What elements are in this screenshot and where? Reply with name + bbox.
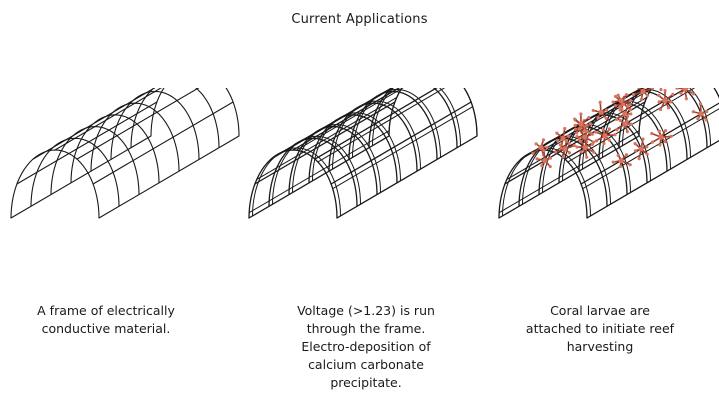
frame-rib — [30, 137, 120, 207]
diagram-title: Current Applications — [291, 12, 428, 27]
coral-icon — [535, 149, 552, 169]
frame-bar — [586, 140, 719, 219]
frame-bar — [295, 88, 404, 151]
frame-bar — [498, 130, 640, 214]
caption-line: through the frame. — [306, 321, 426, 336]
frame-bar — [582, 108, 719, 190]
frame-rib — [70, 114, 160, 183]
frame-bar — [506, 96, 648, 180]
frame-bar — [336, 135, 478, 219]
coral-icon — [611, 153, 632, 169]
mineralized-frame-icon — [248, 88, 478, 219]
caption-line: attached to initiate reef — [525, 321, 675, 336]
frame-bar — [10, 135, 152, 219]
frame-bar — [567, 88, 696, 163]
caption-line: Voltage (>1.23) is run — [297, 303, 435, 318]
coral-icon — [594, 127, 617, 146]
stage-frame-panel — [0, 88, 240, 258]
frame-rib — [50, 126, 140, 195]
caption-voltage: Voltage (>1.23) is run through the frame… — [256, 302, 476, 392]
frame-bar — [54, 88, 162, 151]
coral-icon — [615, 114, 633, 134]
frame-rib — [602, 88, 691, 158]
frame-rib — [110, 90, 200, 160]
frame-bar — [332, 106, 474, 190]
frame-rib — [372, 88, 461, 146]
caption-frame: A frame of electrically conductive mater… — [0, 302, 216, 338]
caption-line: conductive material. — [41, 321, 171, 336]
frame-bar — [256, 96, 398, 180]
frame-bar — [273, 88, 393, 158]
frame-bar — [92, 101, 234, 185]
frame-bar — [16, 101, 158, 185]
frame-bar — [523, 88, 643, 158]
caption-line: A frame of electrically — [37, 303, 175, 318]
coral-icon — [633, 137, 649, 161]
frame-bar — [498, 135, 640, 219]
frame-bar — [32, 88, 156, 160]
stage-coral-panel — [488, 88, 719, 258]
coral-icon — [691, 102, 709, 122]
frame-rib — [332, 100, 421, 170]
coral-frame-icon — [498, 88, 719, 219]
coral-icon — [650, 128, 673, 147]
caption-line: calcium carbonate — [308, 357, 424, 372]
caption-line: harvesting — [566, 339, 634, 354]
frame-bar — [248, 135, 390, 219]
frame-rib — [348, 90, 438, 160]
wire-frame-icon — [10, 88, 240, 219]
caption-line: Coral larvae are — [550, 303, 650, 318]
caption-line: precipitate. — [330, 375, 402, 390]
coral-icon — [553, 139, 576, 159]
coral-icon — [531, 138, 549, 157]
caption-coral: Coral larvae are attached to initiate re… — [490, 302, 710, 356]
coral-icon — [573, 112, 591, 135]
coral-icon — [611, 93, 632, 109]
frame-rib — [272, 135, 361, 205]
coral-icon — [575, 127, 596, 149]
coral-icon — [631, 88, 655, 101]
stage-voltage-panel — [238, 88, 478, 258]
frame-rib — [638, 88, 719, 137]
coral-icon — [659, 88, 663, 92]
frame-rib — [352, 88, 441, 158]
coral-icon — [615, 104, 633, 124]
frame-bar — [248, 130, 390, 214]
coral-icon — [675, 88, 696, 101]
coral-icon — [657, 88, 675, 112]
frame-rib — [90, 102, 180, 172]
caption-line: Electro-deposition of — [301, 339, 431, 354]
frame-rib — [312, 112, 401, 181]
frame-rib — [10, 149, 100, 219]
coral-icon — [591, 100, 609, 120]
frame-bar — [98, 135, 240, 219]
frame-rib — [252, 147, 341, 216]
frame-rib — [292, 124, 381, 193]
frame-bar — [76, 88, 200, 160]
frame-rib — [388, 88, 478, 137]
frame-rib — [150, 88, 240, 137]
frame-bar — [317, 88, 446, 163]
